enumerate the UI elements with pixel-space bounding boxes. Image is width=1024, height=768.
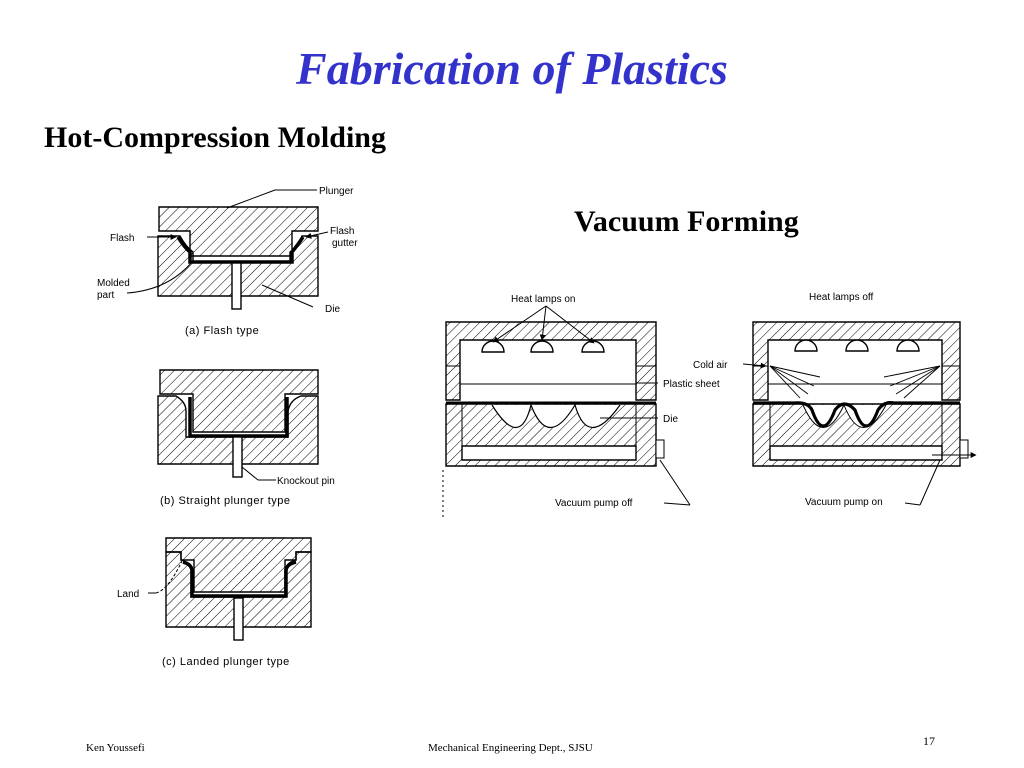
label-die-vf: Die: [663, 414, 678, 425]
heat-lamp-icon: [481, 340, 505, 353]
upper-housing-left: [445, 321, 657, 401]
footer-author: Ken Youssefi: [86, 742, 145, 754]
mold-diagram-landed-plunger: Land (c) Landed plunger type: [117, 537, 312, 668]
heat-lamp-icon: [845, 339, 869, 352]
heat-lamp-icon: [896, 339, 920, 352]
mold-diagram-straight-plunger: Knockout pin (b) Straight plunger type: [157, 369, 335, 507]
vacuum-forming-heat-on: Heat lamps on Plastic sheet Die Vacuum p…: [442, 294, 720, 518]
label-knockout-pin: Knockout pin: [277, 476, 335, 487]
label-plunger: Plunger: [319, 186, 354, 197]
cold-air-jets: [769, 365, 941, 399]
knockout-pin-b: [232, 436, 243, 478]
molded-part-c: [182, 560, 297, 598]
caption-b: (b) Straight plunger type: [160, 495, 291, 507]
molded-part-a: [176, 236, 305, 264]
plastic-sheet-formed: [753, 401, 960, 428]
footer-department: Mechanical Engineering Dept., SJSU: [428, 742, 593, 754]
label-vacuum-pump-on: Vacuum pump on: [805, 497, 883, 508]
vacuum-forming-heat-off: Heat lamps off Cold air: [693, 292, 977, 508]
label-land: Land: [117, 589, 139, 600]
label-flash-gutter-2: gutter: [332, 238, 358, 249]
label-heat-lamps-on: Heat lamps on: [511, 294, 575, 305]
label-molded-part-2: part: [97, 290, 114, 301]
caption-a: (a) Flash type: [185, 325, 259, 337]
knockout-pin-c: [233, 597, 244, 641]
label-vacuum-pump-off: Vacuum pump off: [555, 498, 633, 509]
hot-compression-heading: Hot-Compression Molding: [44, 121, 386, 154]
plunger-b: [159, 369, 319, 433]
page-number: 17: [923, 734, 935, 748]
label-flash: Flash: [110, 233, 134, 244]
upper-housing-right: [752, 321, 961, 401]
molded-part-b: [188, 397, 289, 438]
vacuum-forming-heading: Vacuum Forming: [574, 205, 799, 238]
caption-c: (c) Landed plunger type: [162, 656, 290, 668]
label-molded-part-1: Molded: [97, 278, 130, 289]
knockout-pin-a: [231, 262, 242, 310]
mold-diagram-flash-type: Plunger Flash Flash gutter Molded part D…: [97, 186, 358, 337]
slide-title: Fabrication of Plastics: [296, 43, 728, 94]
label-heat-lamps-off: Heat lamps off: [809, 292, 874, 303]
label-flash-gutter-1: Flash: [330, 226, 354, 237]
label-plastic-sheet: Plastic sheet: [663, 379, 720, 390]
heat-lamp-icon: [794, 339, 818, 352]
label-cold-air: Cold air: [693, 360, 728, 371]
heat-lamp-icon: [530, 340, 554, 353]
label-die: Die: [325, 304, 340, 315]
